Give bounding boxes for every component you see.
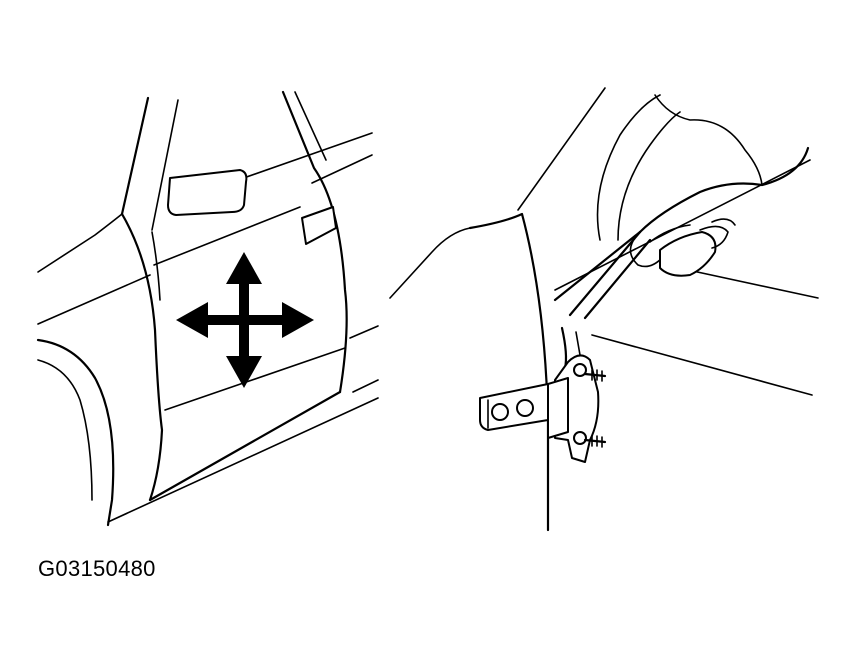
body-line bbox=[389, 227, 471, 299]
body-line bbox=[349, 325, 379, 339]
door-hinge-detail bbox=[389, 87, 819, 532]
door-bottom-edge bbox=[148, 390, 342, 502]
body-line bbox=[153, 206, 301, 266]
bolt bbox=[573, 431, 587, 445]
body-line bbox=[311, 154, 373, 184]
bolt bbox=[516, 399, 534, 417]
body-line bbox=[554, 159, 811, 291]
bolt bbox=[491, 403, 509, 421]
door-handle bbox=[301, 206, 337, 245]
body-line bbox=[37, 274, 151, 325]
fender-panel bbox=[468, 212, 550, 532]
a-pillar bbox=[120, 96, 150, 216]
hinge-arm bbox=[575, 331, 581, 356]
body-line bbox=[517, 87, 606, 211]
door-front-seam bbox=[151, 231, 161, 301]
body-line bbox=[591, 334, 813, 396]
b-pillar-inner bbox=[294, 91, 327, 161]
body-line bbox=[37, 213, 123, 273]
four-way-adjust-arrow bbox=[176, 252, 314, 388]
body-line bbox=[352, 379, 379, 393]
hinge-arm bbox=[560, 326, 568, 370]
body-line bbox=[107, 397, 379, 523]
door-edge bbox=[553, 230, 642, 302]
door-hinge bbox=[479, 354, 607, 463]
door-side-view bbox=[36, 90, 379, 527]
hand bbox=[629, 94, 810, 277]
body-line bbox=[164, 347, 346, 411]
hinge-pin bbox=[547, 377, 569, 439]
pillar-edge bbox=[617, 111, 681, 241]
stud-thread bbox=[591, 435, 603, 448]
fender-edge bbox=[37, 359, 93, 501]
pillar-edge bbox=[596, 94, 661, 241]
stud-thread bbox=[591, 369, 603, 382]
hinge-arm bbox=[568, 230, 652, 320]
side-mirror bbox=[167, 169, 248, 216]
hinge-bracket bbox=[479, 383, 549, 431]
door-front-edge bbox=[120, 212, 164, 502]
wheel-arch bbox=[36, 338, 115, 527]
b-pillar bbox=[281, 90, 348, 394]
bolt bbox=[573, 363, 587, 377]
windshield-edge bbox=[151, 99, 179, 231]
figure-code: G03150480 bbox=[38, 556, 156, 581]
